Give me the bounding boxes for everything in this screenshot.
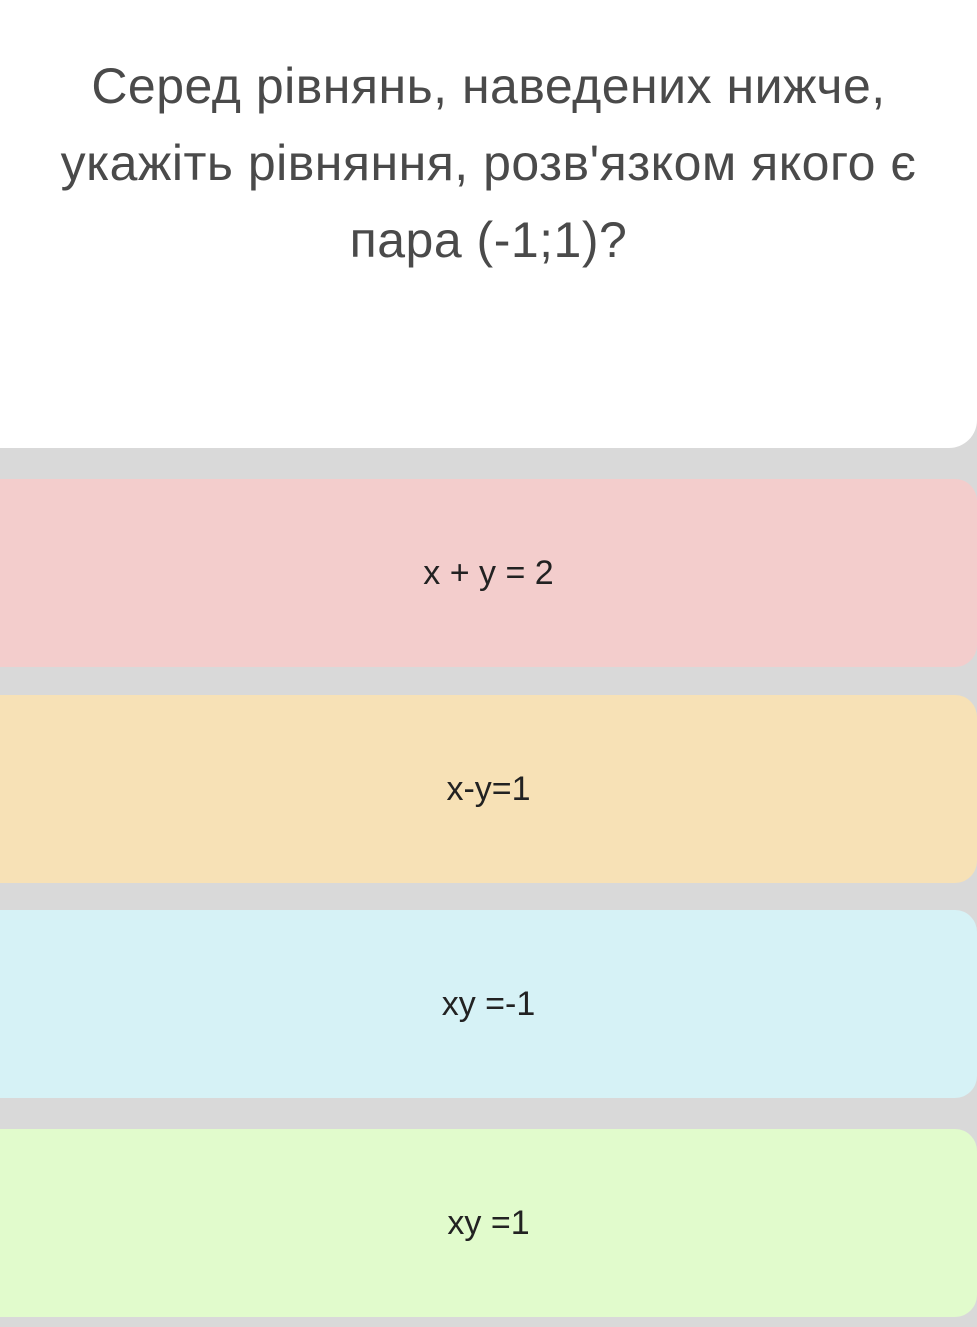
answer-option-2[interactable]: x-y=1: [0, 695, 977, 883]
answer-option-label: x-y=1: [446, 770, 531, 808]
answer-option-4[interactable]: xy =1: [0, 1129, 977, 1317]
answer-option-label: x + y = 2: [423, 554, 554, 592]
answer-option-1[interactable]: x + y = 2: [0, 479, 977, 667]
answer-option-label: xy =1: [447, 1204, 530, 1242]
question-text: Серед рівнянь, наведених нижче, укажіть …: [60, 58, 917, 268]
answer-option-3[interactable]: xy =-1: [0, 910, 977, 1098]
question-card: Серед рівнянь, наведених нижче, укажіть …: [0, 0, 977, 448]
answer-option-label: xy =-1: [441, 985, 536, 1023]
